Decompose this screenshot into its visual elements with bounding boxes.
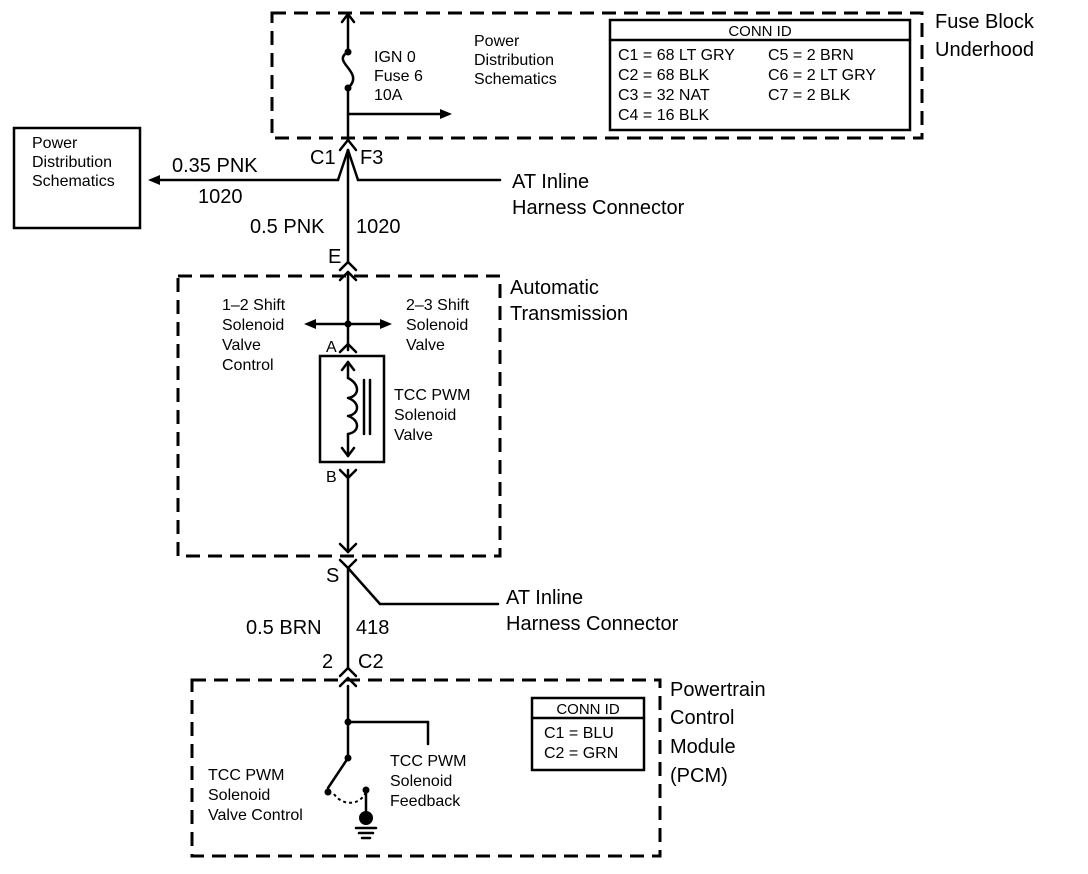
- wire-circuit-418: 418: [356, 617, 389, 639]
- transmission-title-1: Automatic: [510, 277, 599, 299]
- power-distribution-box: [12, 126, 142, 230]
- wire-color-0-5-pnk: 0.5 PNK: [250, 216, 325, 238]
- conn-id-entry: C2 = 68 BLK: [618, 67, 710, 84]
- pd-label-2: Distribution: [474, 52, 554, 69]
- conn-id-entry: C4 = 16 BLK: [618, 107, 710, 124]
- conn-id-entry: C5 = 2 BRN: [768, 47, 854, 64]
- transmission-title-2: Transmission: [510, 303, 628, 325]
- fuse-block-title-2: Underhood: [935, 39, 1034, 61]
- wire-color-0-5-brn: 0.5 BRN: [246, 617, 322, 639]
- tcc-solenoid-label-2: Solenoid: [394, 407, 456, 424]
- fuse-6: [340, 12, 356, 142]
- pin-b-label: B: [326, 469, 337, 486]
- shift-1-2-label-2: Solenoid: [222, 317, 284, 334]
- shift-1-2-label-3: Valve: [222, 337, 261, 354]
- inline-connector-1-label-2: Harness Connector: [512, 197, 685, 219]
- pcm-control-label-2: Solenoid: [208, 787, 270, 804]
- pd-label-3: Schematics: [474, 71, 557, 88]
- conn-id-entry: C7 = 2 BLK: [768, 87, 851, 104]
- pcm-feedback-label-2: Solenoid: [390, 773, 452, 790]
- power-distribution-box-line-3: Schematics: [32, 173, 115, 190]
- inline-connector-1-label-1: AT Inline: [512, 171, 589, 193]
- tcc-solenoid-label-1: TCC PWM: [394, 387, 470, 404]
- inline-connector-2-label-1: AT Inline: [506, 587, 583, 609]
- transmission-wiring: [304, 270, 392, 354]
- power-distribution-arrow: [346, 109, 452, 119]
- conn-id-header: CONN ID: [728, 23, 792, 40]
- tcc-solenoid-label-3: Valve: [394, 427, 433, 444]
- pcm-feedback-label-3: Feedback: [390, 793, 461, 810]
- conn-id-entry: C6 = 2 LT GRY: [768, 67, 876, 84]
- pin-a-label: A: [326, 339, 337, 356]
- pcm-control-label-3: Valve Control: [208, 807, 303, 824]
- shift-2-3-label-2: Solenoid: [406, 317, 468, 334]
- shift-2-3-label-1: 2–3 Shift: [406, 297, 470, 314]
- pcm-pin-2-label: 2: [322, 651, 333, 673]
- fuse-label-3: 10A: [374, 87, 403, 104]
- pcm-connector-c2-label: C2: [358, 651, 384, 673]
- inline-connector-2-label-2: Harness Connector: [506, 613, 679, 635]
- wire-circuit-1020-branch: 1020: [198, 186, 243, 208]
- pcm-conn-id-header: CONN ID: [556, 701, 620, 718]
- pin-f3-label: F3: [360, 147, 383, 169]
- shift-1-2-label-4: Control: [222, 357, 274, 374]
- connector-c2: [338, 666, 358, 688]
- pin-e-label: E: [328, 246, 341, 268]
- power-distribution-box-line-2: Distribution: [32, 154, 112, 171]
- shift-1-2-label-1: 1–2 Shift: [222, 297, 286, 314]
- automatic-transmission-boundary: [176, 274, 502, 558]
- conn-id-entry: C3 = 32 NAT: [618, 87, 710, 104]
- transmission-lower-wire: [338, 468, 358, 554]
- connector-c1-f3: [338, 138, 358, 152]
- fuse-block-title: Fuse Block: [935, 11, 1035, 33]
- fuse-block-boundary: [270, 11, 924, 140]
- ground-icon: [354, 811, 378, 840]
- connector-c1-label: C1: [310, 147, 336, 169]
- fuse-label-1: IGN 0: [374, 49, 416, 66]
- fuse-block-conn-id-table: CONN ID C1 = 68 LT GRY C5 = 2 BRN C2 = 6…: [608, 18, 912, 132]
- pcm-feedback-label-1: TCC PWM: [390, 753, 466, 770]
- pcm-title-2: Control: [670, 707, 734, 729]
- wire-color-0-35-pnk: 0.35 PNK: [172, 155, 258, 177]
- shift-2-3-label-3: Valve: [406, 337, 445, 354]
- pcm-boundary: [190, 678, 662, 858]
- pcm-conn-id-entry: C2 = GRN: [544, 745, 618, 762]
- wire-circuit-1020-upper: 1020: [356, 216, 401, 238]
- pcm-internal-switch: [324, 684, 430, 816]
- fuse-label-2: Fuse 6: [374, 68, 423, 85]
- main-wire-upper: [346, 148, 502, 264]
- pcm-conn-id-table: CONN ID C1 = BLU C2 = GRN: [530, 696, 646, 772]
- power-distribution-box-line-1: Power: [32, 135, 78, 152]
- pcm-title-3: Module: [670, 736, 736, 758]
- inline-connector-2: [338, 558, 500, 670]
- pcm-control-label-1: TCC PWM: [208, 767, 284, 784]
- pcm-conn-id-entry: C1 = BLU: [544, 725, 614, 742]
- pd-label-1: Power: [474, 33, 520, 50]
- pcm-title-4: (PCM): [670, 765, 728, 787]
- pin-s-label: S: [326, 565, 339, 587]
- tcc-pwm-solenoid: [318, 354, 386, 464]
- branch-wire-0-35-pnk: [148, 148, 350, 185]
- pcm-title-1: Powertrain: [670, 679, 766, 701]
- conn-id-entry: C1 = 68 LT GRY: [618, 47, 735, 64]
